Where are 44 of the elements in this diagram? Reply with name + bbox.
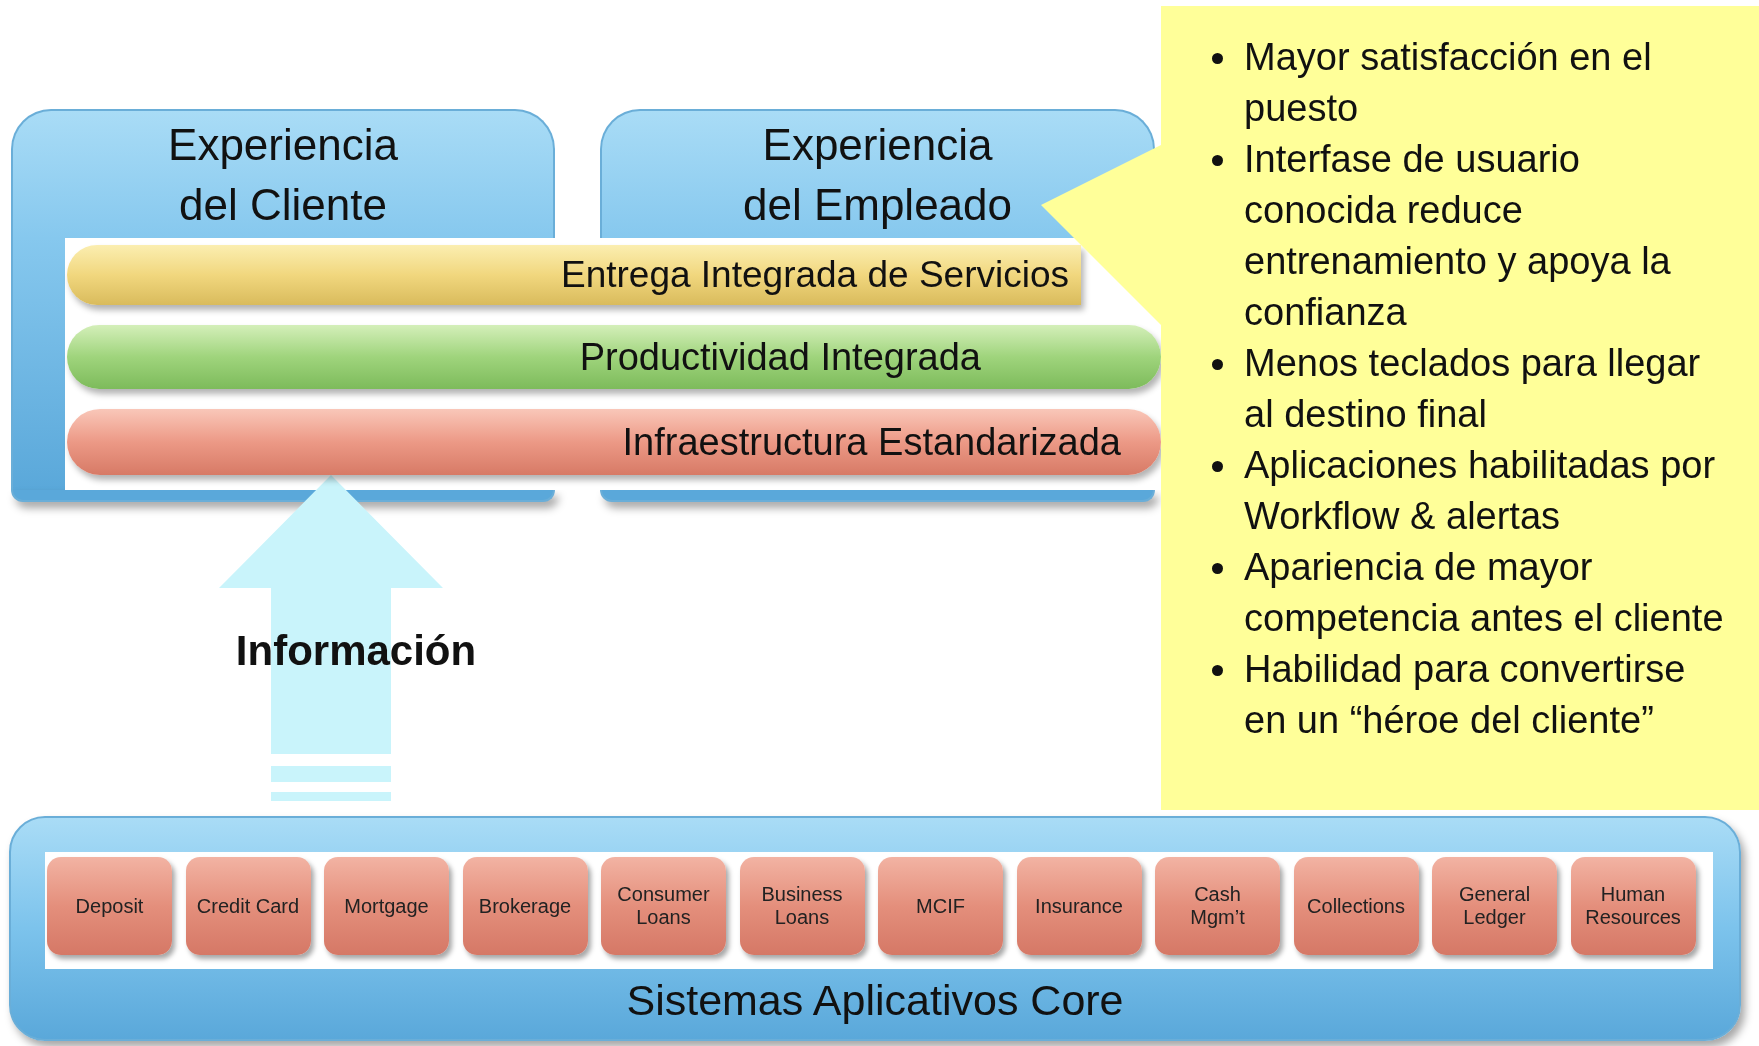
layer-panel bbox=[600, 109, 1155, 238]
module-box bbox=[1016, 857, 1142, 955]
layer-band bbox=[67, 325, 1161, 389]
module-box bbox=[185, 857, 311, 955]
module-label: Business Loans bbox=[760, 883, 844, 929]
panel-title: Experiencia del Empleado bbox=[741, 119, 1014, 231]
module-label: Cash Mgm’t bbox=[1189, 883, 1246, 929]
module-box bbox=[878, 857, 1003, 955]
module-label: Insurance bbox=[1035, 894, 1123, 918]
module-label: Deposit bbox=[75, 894, 144, 918]
module-label: MCIF bbox=[916, 894, 965, 918]
bullet-item: Menos teclados para llegar al destino final bbox=[1244, 341, 1702, 437]
layer-band bbox=[67, 245, 1081, 305]
block-arrow bbox=[219, 475, 443, 801]
module-box bbox=[1432, 857, 1557, 955]
band-label: Entrega Integrada de Servicios bbox=[560, 253, 1069, 298]
module-box bbox=[1155, 857, 1280, 955]
module-label: Credit Card bbox=[196, 894, 300, 918]
bullet-item: Apariencia de mayor competencia antes el cliente bbox=[1244, 545, 1724, 641]
layer-band bbox=[67, 409, 1161, 475]
module-box bbox=[739, 857, 865, 955]
module-box bbox=[47, 857, 172, 955]
bullet-item: Aplicaciones habilitadas por Workflow & alertas bbox=[1244, 443, 1717, 539]
module-label: General Ledger bbox=[1457, 883, 1532, 929]
module-label: Mortgage bbox=[344, 894, 429, 918]
core-panel bbox=[9, 816, 1741, 1041]
module-label: Consumer Loans bbox=[616, 883, 711, 929]
module-box bbox=[462, 857, 588, 955]
band-label: Productividad Integrada bbox=[579, 334, 981, 380]
module-box bbox=[324, 857, 449, 955]
band-label: Infraestructura Estandarizada bbox=[622, 419, 1121, 465]
bullet-item: Habilidad para convertirse en un “héroe del cliente” bbox=[1244, 647, 1687, 743]
bullet-item: Mayor satisfacción en el puesto bbox=[1244, 35, 1653, 131]
module-box bbox=[1293, 857, 1419, 955]
bullet-item: Interfase de usuario conocida reduce entrenamiento y apoya la confianza bbox=[1244, 137, 1672, 335]
panel-title: Sistemas Aplicativos Core bbox=[625, 975, 1125, 1026]
layer-panel bbox=[11, 109, 555, 238]
module-label: Human Resources bbox=[1584, 883, 1682, 929]
module-box bbox=[1570, 857, 1696, 955]
arrow-label: Información bbox=[235, 625, 477, 676]
panel-title: Experiencia del Cliente bbox=[167, 119, 399, 231]
module-box bbox=[601, 857, 726, 955]
module-label: Brokerage bbox=[478, 894, 572, 918]
module-label: Collections bbox=[1307, 894, 1405, 918]
